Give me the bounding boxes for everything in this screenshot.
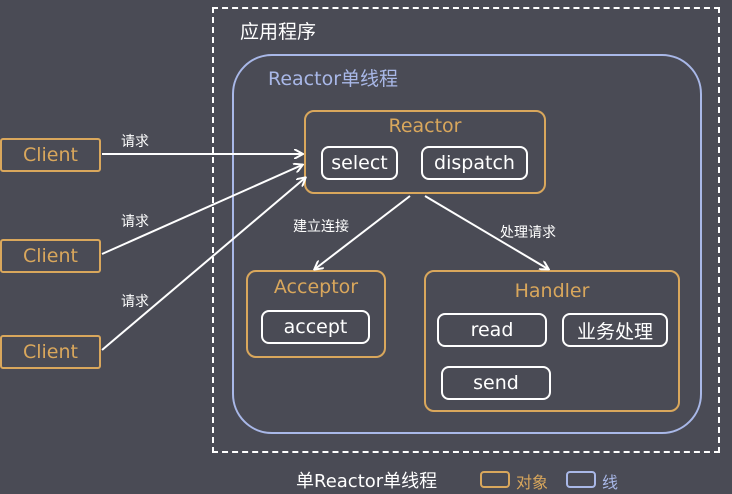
reactor-thread-title: Reactor单线程 bbox=[268, 68, 399, 90]
arrow-client3-reactor bbox=[101, 178, 305, 351]
handler-title: Handler bbox=[514, 280, 590, 302]
label-request-2: 请求 bbox=[121, 214, 149, 230]
label-request-3: 请求 bbox=[121, 294, 149, 310]
label-process: 处理请求 bbox=[500, 225, 556, 241]
client-1: Client bbox=[0, 138, 101, 172]
select-box: select bbox=[321, 146, 398, 180]
read-box: read bbox=[437, 313, 547, 347]
application-container bbox=[212, 7, 720, 453]
label-connect: 建立连接 bbox=[293, 219, 349, 235]
client-2: Client bbox=[0, 239, 101, 273]
arrow-reactor-handler bbox=[424, 195, 548, 269]
legend-object-label: 对象 bbox=[516, 473, 549, 492]
legend-object-swatch bbox=[480, 471, 510, 488]
acceptor-title: Acceptor bbox=[273, 276, 359, 298]
legend-thread-label: 线 bbox=[602, 473, 619, 492]
acceptor-box bbox=[246, 270, 386, 358]
diagram-caption: 单Reactor单线程 bbox=[296, 471, 438, 492]
send-box: send bbox=[441, 366, 551, 400]
handler-box bbox=[424, 270, 680, 412]
arrow-client2-reactor bbox=[101, 165, 302, 255]
client-3: Client bbox=[0, 335, 101, 369]
business-box: 业务处理 bbox=[562, 313, 668, 347]
reactor-thread-container bbox=[232, 54, 702, 434]
dispatch-box: dispatch bbox=[421, 146, 528, 180]
reactor-title: Reactor bbox=[388, 115, 462, 137]
label-request-1: 请求 bbox=[121, 134, 149, 150]
reactor-box bbox=[304, 110, 546, 194]
arrow-reactor-acceptor bbox=[315, 195, 411, 269]
accept-box: accept bbox=[261, 310, 370, 344]
legend-thread-swatch bbox=[566, 471, 596, 488]
application-title: 应用程序 bbox=[240, 21, 317, 43]
